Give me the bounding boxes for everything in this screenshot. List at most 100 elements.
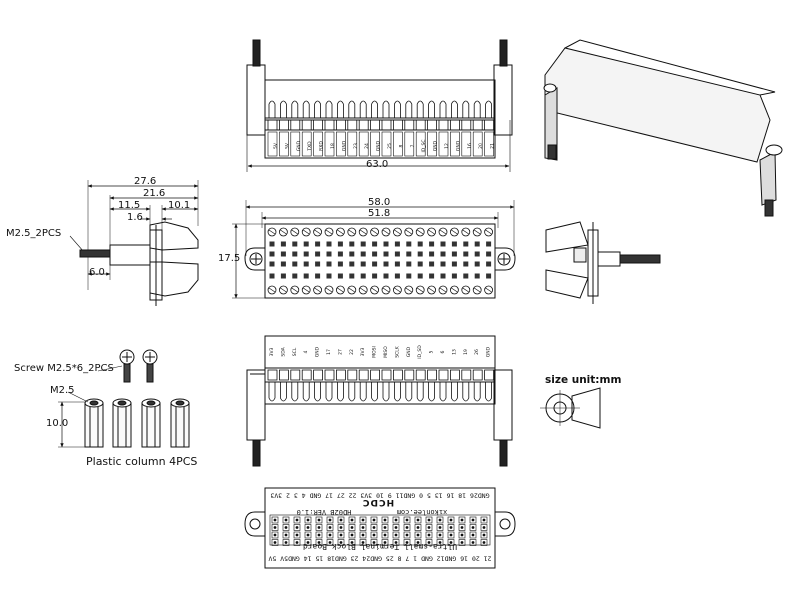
pcb-hole: [482, 526, 486, 529]
screw-slot: [484, 119, 495, 131]
dim-17-5: 17.5: [218, 253, 241, 264]
pin: [486, 241, 492, 247]
pin: [463, 273, 469, 279]
pcb-hole: [460, 526, 464, 529]
pcb-pad: [414, 524, 422, 531]
screw-head: [461, 285, 471, 295]
terminal-label: 8: [398, 144, 404, 147]
pin: [417, 251, 423, 257]
screw-slot: [290, 119, 301, 131]
pcb-bottom-row: GND26 18 16 13 5 0 GND11 9 10 3V3 22 27 …: [270, 491, 490, 500]
screw-head: [358, 227, 368, 237]
pin: [474, 273, 480, 279]
pcb-pad: [326, 524, 334, 531]
screw-slot-line: [474, 229, 481, 235]
pcb-pad: [370, 516, 378, 524]
pcb-hole: [372, 541, 376, 544]
pcb-hole: [361, 518, 365, 522]
terminal-label: GND: [315, 346, 321, 357]
screw-slot-line: [280, 229, 287, 235]
pcb-pad: [425, 516, 433, 524]
pcb-hole: [295, 526, 299, 529]
screw-head: [427, 285, 437, 295]
terminal-fin: [325, 100, 333, 118]
screw-slot: [324, 369, 335, 381]
pcb-hole: [273, 533, 277, 537]
wire-entry: [279, 131, 289, 157]
pcb-version: HD02B VER:1.0: [296, 508, 352, 516]
pin: [337, 241, 343, 247]
pin: [280, 251, 286, 257]
screw-head: [301, 285, 311, 295]
terminal-label: GND: [433, 140, 439, 151]
pcb-pad: [436, 539, 444, 546]
screw-slot: [472, 369, 483, 381]
screw-slot-line: [314, 229, 321, 235]
pcb-hole: [449, 526, 453, 529]
pcb-hole: [394, 526, 398, 529]
pin: [292, 261, 298, 267]
pcb-pad: [293, 539, 301, 546]
terminal-fin: [416, 100, 424, 118]
pcb-pad: [381, 531, 389, 539]
dim-10-0: 10.0: [46, 418, 69, 429]
wire-entry: [404, 131, 415, 157]
pcb-hole: [416, 533, 420, 537]
wire-entry: [301, 131, 312, 157]
pcb-hole: [405, 541, 409, 544]
pin: [315, 241, 321, 247]
terminal-fin: [291, 100, 299, 118]
pcb-hole: [416, 526, 420, 529]
pcb-pad: [425, 524, 433, 531]
terminal-label: 5: [429, 350, 435, 353]
screw-head: [381, 285, 391, 295]
screw-slot-line: [394, 229, 401, 235]
label-size-unit: size unit:mm: [545, 374, 622, 386]
screw-slot-line: [428, 287, 435, 293]
pin: [406, 261, 412, 267]
wire-entry: [415, 131, 426, 157]
screw-head: [290, 285, 300, 295]
screw-slot-line: [451, 287, 458, 293]
pin: [463, 241, 469, 247]
terminal-fin: [451, 382, 458, 402]
terminal-label: GND: [296, 140, 302, 151]
wire-entry: [336, 131, 346, 157]
pin: [486, 251, 492, 257]
pcb-pad: [392, 516, 400, 524]
screw-slot-line: [382, 287, 390, 293]
screw-head: [381, 227, 391, 237]
screw-slot-line: [337, 229, 344, 235]
pin: [417, 241, 423, 247]
terminal-fin: [337, 382, 344, 402]
screw-slot-line: [360, 287, 367, 293]
screw-head: [461, 227, 471, 237]
screw-head: [313, 285, 323, 295]
pcb-pad: [403, 516, 411, 524]
pin: [360, 273, 366, 279]
pin: [383, 273, 389, 279]
pin: [326, 261, 332, 267]
terminal-label: GND: [486, 346, 492, 357]
pcb-hole: [405, 526, 409, 529]
screw-head: [278, 285, 288, 295]
pin: [360, 251, 366, 257]
terminal-label: 13: [451, 349, 457, 355]
pin: [383, 261, 389, 267]
terminal-label: GND: [376, 140, 382, 151]
pcb-pad: [447, 531, 455, 539]
pin: [326, 273, 332, 279]
terminal-fin: [405, 382, 413, 402]
pcb-pad: [337, 539, 345, 546]
terminal-label: GND: [341, 140, 347, 151]
pcb-hole: [383, 518, 387, 522]
pin: [394, 273, 400, 279]
pcb-pad: [337, 524, 345, 531]
pin: [315, 251, 321, 257]
pcb-pad: [304, 531, 312, 539]
screw-slot: [461, 369, 472, 381]
pcb-hole: [427, 541, 431, 544]
pcb-hole: [372, 526, 376, 529]
